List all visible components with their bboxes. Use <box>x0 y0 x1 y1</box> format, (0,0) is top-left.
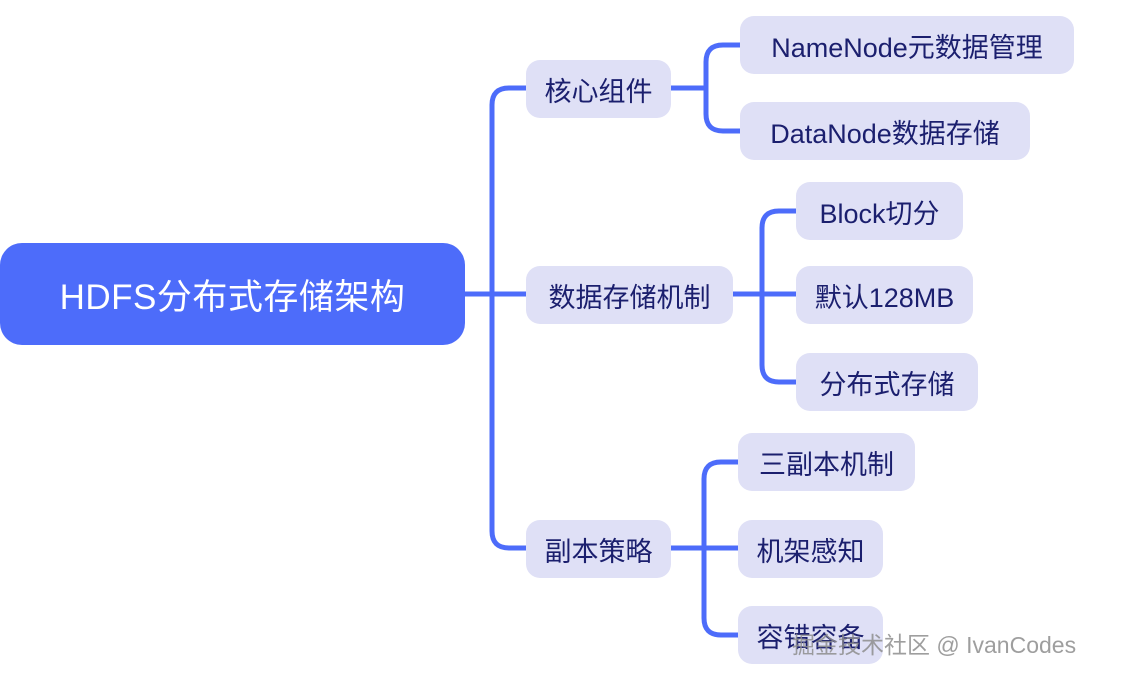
mindmap-branch-label: 数据存储机制 <box>548 282 711 313</box>
mindmap-leaf-label: 三副本机制 <box>759 449 894 480</box>
mindmap-leaf-distributed-storage[interactable]: 分布式存储 <box>796 353 978 411</box>
mindmap-leaf-block-split[interactable]: Block切分 <box>796 182 963 240</box>
edge-trunk-top <box>489 85 529 297</box>
edge-b3-c3 <box>701 545 741 638</box>
mindmap-branch-label: 核心组件 <box>544 76 653 107</box>
mindmap-leaf-label: Block切分 <box>819 198 940 229</box>
mindmap-leaf-fault-tolerance[interactable]: 容错容备 <box>738 606 883 664</box>
mindmap-leaf-default-128mb[interactable]: 默认128MB <box>796 266 973 324</box>
mindmap-leaf-datanode-storage[interactable]: DataNode数据存储 <box>740 102 1030 160</box>
mindmap-branch-label: 副本策略 <box>544 536 653 567</box>
edge-b2-c1 <box>759 208 799 297</box>
edge-trunk-bottom <box>489 291 529 551</box>
mindmap-leaf-namenode-metadata[interactable]: NameNode元数据管理 <box>740 16 1074 74</box>
mindmap-leaf-three-replicas[interactable]: 三副本机制 <box>738 433 915 491</box>
edge-b3-c1 <box>701 459 741 551</box>
mindmap-branch-replication-strategy[interactable]: 副本策略 <box>526 520 671 578</box>
mindmap-leaf-rack-awareness[interactable]: 机架感知 <box>738 520 883 578</box>
mindmap-branch-data-storage-mechanism[interactable]: 数据存储机制 <box>526 266 733 324</box>
mindmap-branch-core-components[interactable]: 核心组件 <box>526 60 671 118</box>
edge-b2-c3 <box>759 291 799 385</box>
mindmap-leaf-label: NameNode元数据管理 <box>771 32 1043 63</box>
mindmap-leaf-label: 默认128MB <box>814 282 955 313</box>
watermark-text: 掘金技术社区 @ IvanCodes <box>792 632 1077 658</box>
edge-b1-c2 <box>703 85 743 134</box>
mindmap-root-label: HDFS分布式存储架构 <box>59 277 406 317</box>
mindmap-root-node[interactable]: HDFS分布式存储架构 <box>0 243 465 345</box>
mindmap-leaf-label: 机架感知 <box>756 536 865 567</box>
mindmap-leaf-label: 容错容备 <box>756 622 865 653</box>
mindmap-leaf-label: 分布式存储 <box>819 369 955 400</box>
edge-b1-c1 <box>703 42 743 91</box>
mindmap-leaf-label: DataNode数据存储 <box>770 118 1000 149</box>
